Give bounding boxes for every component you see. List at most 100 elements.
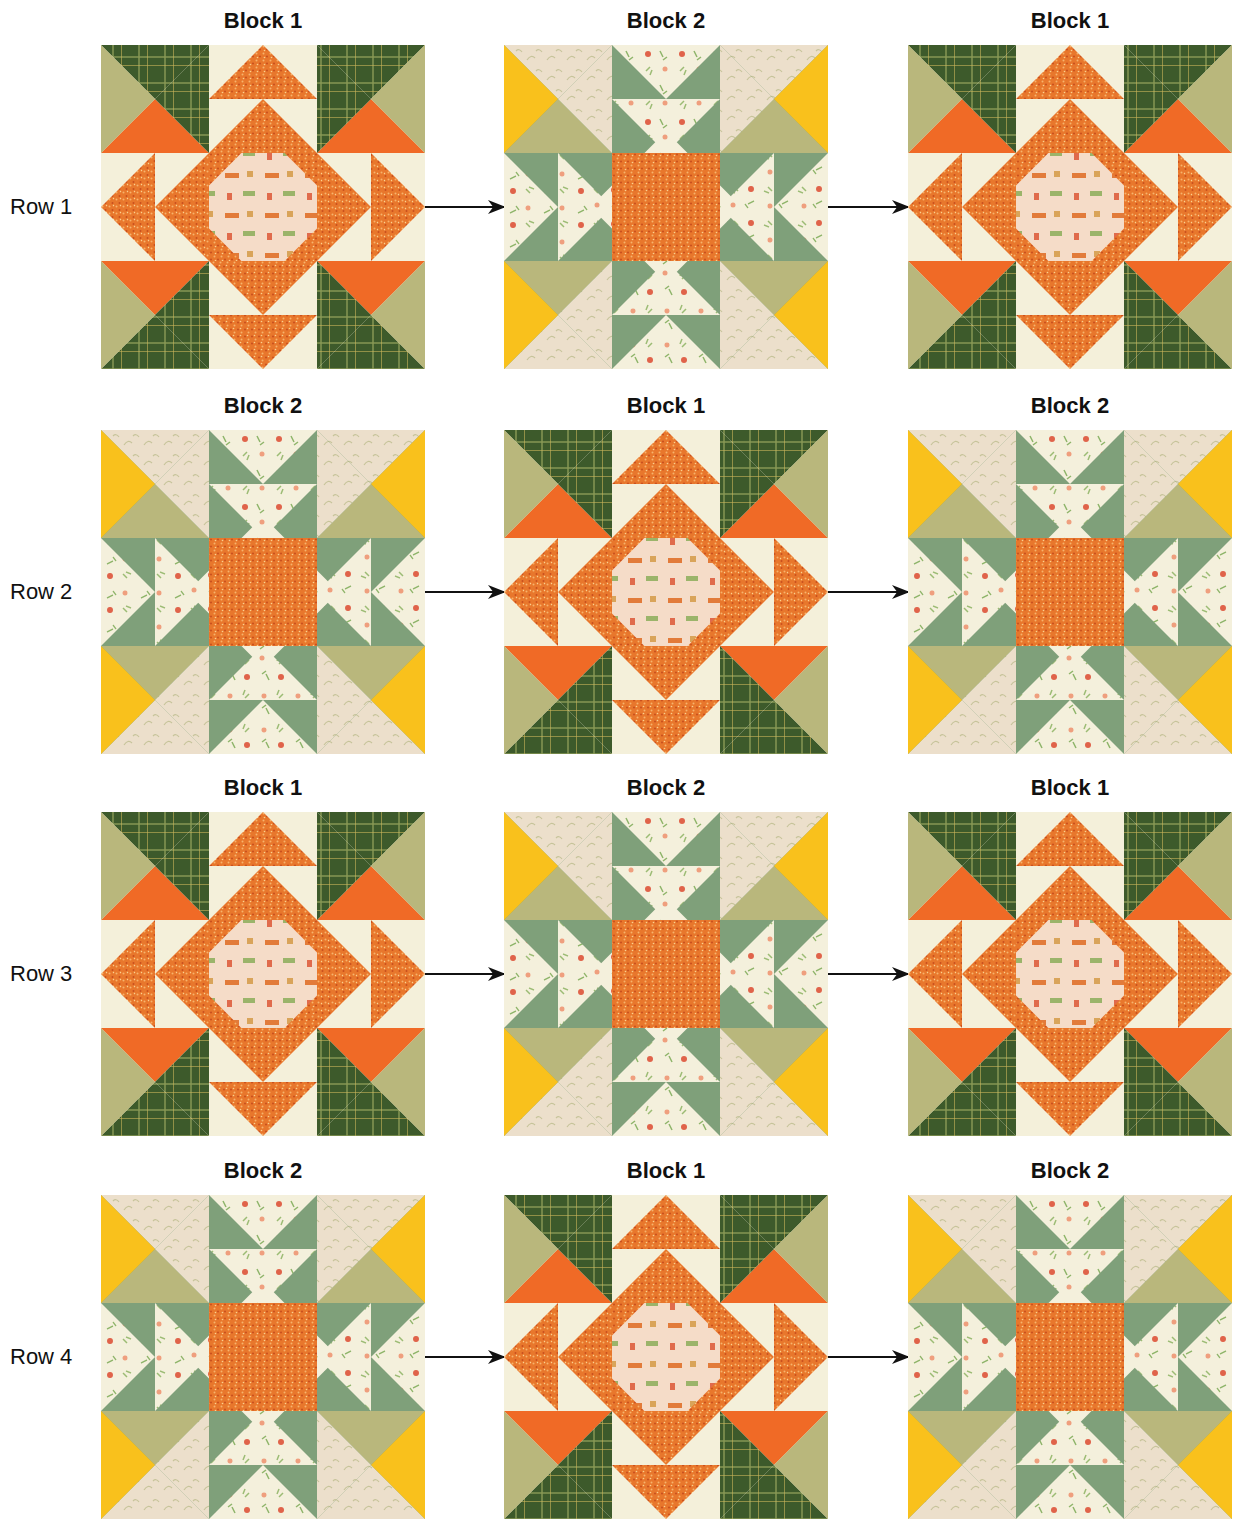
quilt-block-art [908,430,1232,754]
fabric-patch [317,812,371,920]
fabric-patch [774,1195,828,1303]
fabric-patch [1016,99,1124,153]
flying-geese [1016,261,1124,369]
sequence-arrow [828,973,908,975]
fabric-patch [908,920,1016,1028]
block-title: Block 1 [888,772,1241,804]
fabric-patch [504,1195,828,1519]
fabric-patch [962,153,1016,261]
fabric-patch [101,920,209,1028]
fabric-patch [612,1411,720,1519]
fabric-patch [285,153,317,185]
block-title: Block 1 [484,390,848,422]
flying-geese [209,45,317,153]
fabric-patch [908,538,962,646]
fabric-patch [1016,45,1124,99]
fabric-patch [317,261,371,369]
flying-geese [720,538,828,646]
fabric-patch [1016,920,1124,1028]
fabric-patch [774,646,828,754]
block-title: Block 2 [888,1155,1241,1187]
fabric-patch [209,1465,317,1519]
fabric-patch [1016,1303,1124,1411]
fabric-patch [209,315,317,369]
quilt-block-drawing [504,45,828,369]
fabric-patch [101,646,155,754]
fabric-patch [612,1411,720,1465]
flying-geese [504,538,612,646]
flying-geese [1016,812,1124,920]
fabric-patch [1016,700,1124,754]
flying-geese [1124,920,1232,1028]
block-title: Block 2 [81,390,445,422]
fabric-patch [101,920,155,1028]
fabric-patch [1016,538,1124,646]
fabric-patch [908,920,962,1028]
fabric-patch [908,1411,962,1519]
quilt-block-drawing [101,430,425,754]
fabric-patch [774,812,828,920]
fabric-patch [1016,261,1124,369]
quilt-block-art [504,1195,828,1519]
fabric-patch [101,1195,425,1519]
quilt-block: Block 1 [101,45,425,369]
fabric-patch [1124,1411,1178,1519]
fabric-patch [371,1411,425,1519]
fabric-patch [1124,153,1178,261]
fabric-patch [371,153,425,261]
fabric-patch [720,812,774,920]
quilt-block-art [908,45,1232,369]
sequence-arrow [828,206,908,208]
sequence-arrow [828,591,908,593]
quilt-block-drawing [908,1195,1232,1519]
fabric-patch [209,99,317,153]
fabric-patch [612,315,720,369]
fabric-patch [1016,1082,1124,1136]
quilt-block-drawing [908,812,1232,1136]
fabric-patch [688,1379,720,1411]
quilt-block: Block 2 [101,1195,425,1519]
flying-geese [317,920,425,1028]
fabric-patch [558,538,612,646]
fabric-patch [1016,1195,1124,1249]
fabric-patch [774,153,828,261]
fabric-patch [558,1303,612,1411]
fabric-patch [209,1195,317,1249]
fabric-patch [1124,646,1178,754]
fabric-patch [209,45,317,153]
fabric-patch [285,920,317,952]
fabric-patch [558,812,612,920]
sequence-arrow [828,1356,908,1358]
fabric-patch [612,614,644,646]
fabric-patch [962,430,1016,538]
quilt-block: Block 1 [908,812,1232,1136]
fabric-patch [612,538,644,570]
fabric-patch [504,153,558,261]
fabric-patch [371,920,425,1028]
fabric-patch [612,646,720,754]
fabric-patch [908,1195,1232,1519]
flying-geese [101,920,209,1028]
fabric-patch [317,45,371,153]
fabric-patch [1092,920,1124,952]
flying-geese [209,261,317,369]
fabric-patch [908,153,962,261]
fabric-patch [209,812,317,866]
fabric-patch [612,920,720,1028]
fabric-patch [1016,430,1124,484]
fabric-patch [720,45,774,153]
quilt-block-art [101,430,425,754]
fabric-patch [504,430,828,754]
fabric-patch [317,1028,371,1136]
fabric-patch [1178,1303,1232,1411]
fabric-patch [317,430,371,538]
fabric-patch [101,538,155,646]
fabric-patch [774,261,828,369]
flying-geese [612,646,720,754]
fabric-patch [612,1303,644,1335]
fabric-patch [187,516,338,667]
fabric-patch [1124,153,1232,261]
block-title: Block 2 [484,772,848,804]
fabric-patch [371,261,425,369]
